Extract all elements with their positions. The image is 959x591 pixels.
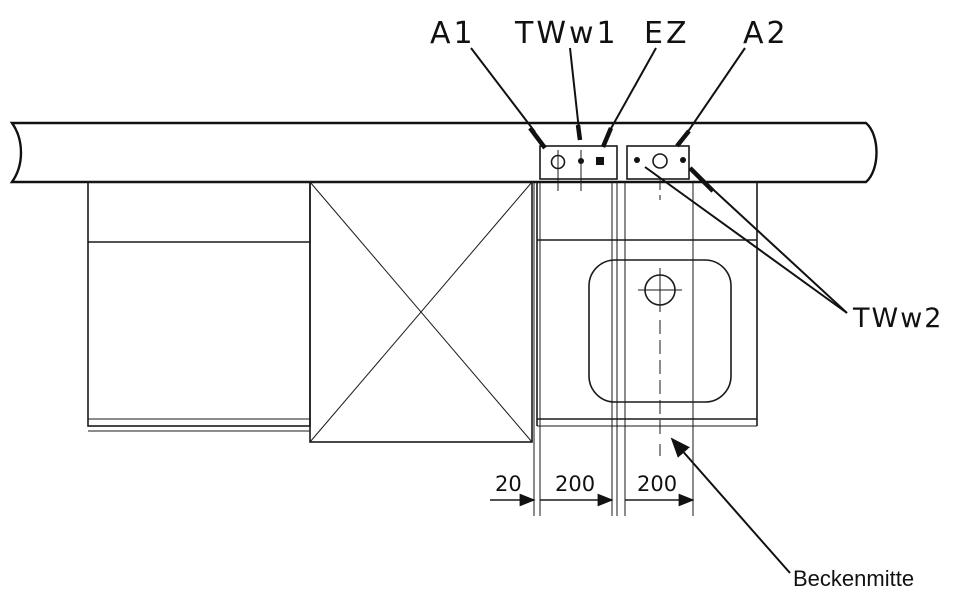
extension-lines bbox=[533, 180, 694, 516]
label-beckenmitte: Beckenmitte bbox=[793, 566, 914, 591]
label-ez: EZ bbox=[644, 16, 690, 51]
leader-ez bbox=[600, 127, 614, 148]
drain-a2-symbol bbox=[652, 153, 668, 169]
connection-pocket-right bbox=[626, 145, 690, 180]
connection-symbols bbox=[550, 150, 686, 191]
label-a1: A1 bbox=[430, 16, 476, 51]
water-tww2-dot-right bbox=[680, 157, 686, 163]
appliance-box bbox=[309, 181, 533, 443]
leader-tww2-b bbox=[691, 169, 848, 314]
worktop bbox=[9, 121, 878, 184]
cabinet-left bbox=[87, 181, 311, 432]
leader-tww1 bbox=[575, 124, 583, 141]
leader-lines bbox=[470, 47, 848, 574]
label-tww2: TWw2 bbox=[852, 303, 943, 334]
label-tww1: TWw1 bbox=[514, 16, 619, 51]
label-a2: A2 bbox=[743, 16, 789, 51]
leader-beckenmitte bbox=[670, 437, 791, 574]
leader-a1 bbox=[528, 126, 547, 150]
sink-cabinet bbox=[536, 182, 758, 427]
water-tww2-dot-left bbox=[634, 157, 640, 163]
dimension-20: 20 bbox=[495, 472, 522, 496]
dimension-200-a: 200 bbox=[555, 472, 595, 496]
connection-pocket-left bbox=[539, 145, 618, 180]
leader-a2 bbox=[675, 129, 691, 148]
electric-ez-symbol bbox=[596, 157, 604, 165]
dimension-200-b: 200 bbox=[637, 472, 677, 496]
leader-tww2-a bbox=[644, 166, 848, 314]
